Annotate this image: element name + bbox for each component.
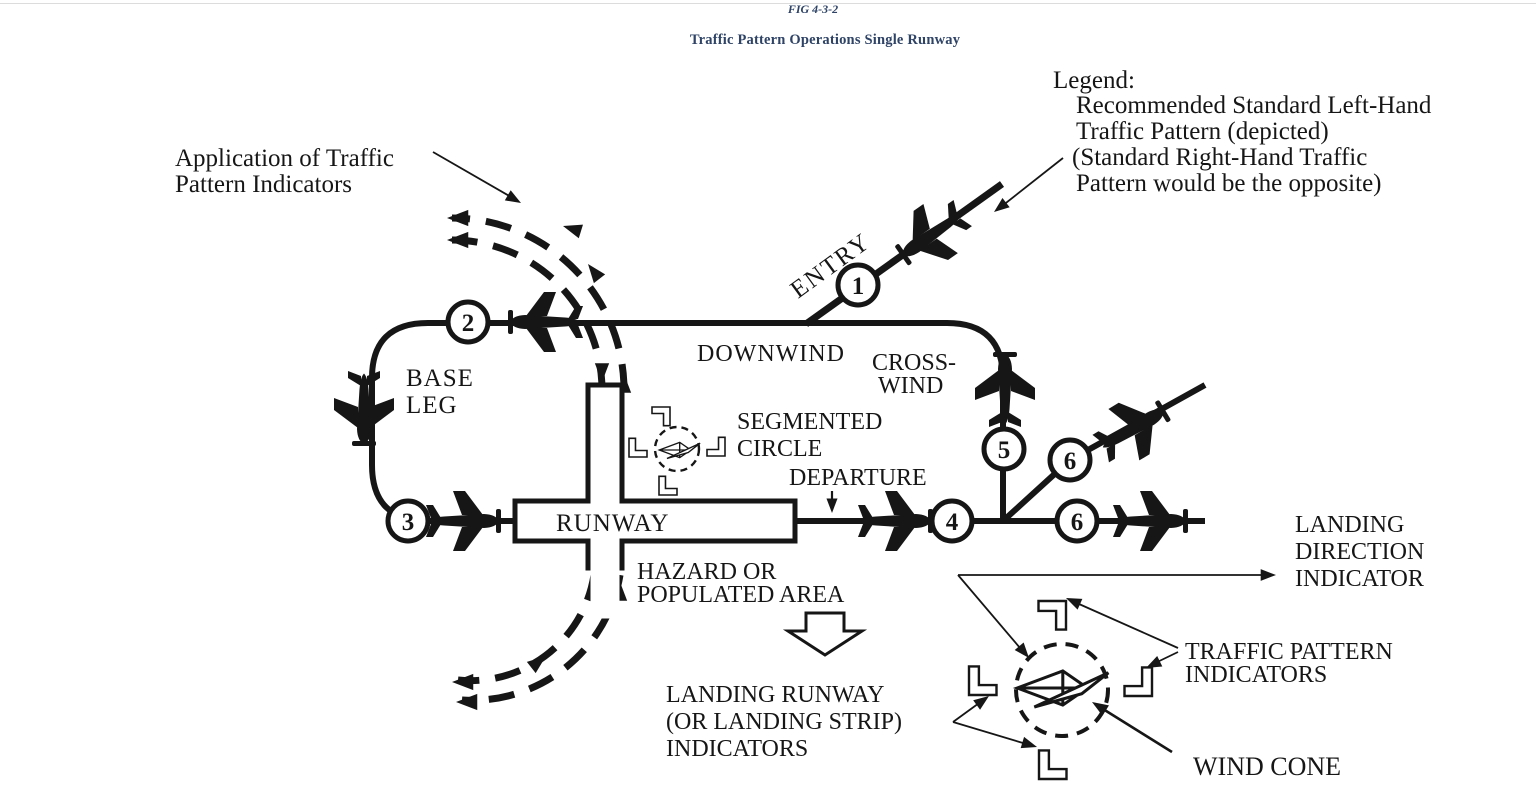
ldi-label-2: DIRECTION (1295, 539, 1424, 565)
runway-cross: RUNWAY (512, 382, 798, 619)
waypoint-numbers: 1 2 3 4 5 6 6 (402, 273, 1084, 536)
segmented-circle-detail (967, 599, 1154, 781)
figure-number: FIG 4-3-2 (787, 2, 839, 16)
hazard-block-arrow (782, 611, 868, 657)
aircraft-icon-departure-45 (1085, 384, 1181, 475)
aircraft-icon-final (426, 491, 501, 551)
lri-leader-lines (952, 697, 1034, 747)
legend-line-1: Recommended Standard Left-Hand (1076, 92, 1432, 119)
departure-label: DEPARTURE (789, 465, 927, 491)
landing-runway-ind-label-2: (OR LANDING STRIP) (666, 709, 902, 735)
wind-cone-label: WIND CONE (1193, 752, 1341, 781)
legend-line-4: Pattern would be the opposite) (1076, 170, 1382, 197)
legend-line-3: (Standard Right-Hand Traffic (1072, 144, 1367, 171)
segmented-circle-label-1: SEGMENTED (737, 409, 882, 435)
figure-title: Traffic Pattern Operations Single Runway (689, 32, 961, 48)
arc-top-outer (451, 214, 628, 391)
waypoint-number-1: 1 (852, 273, 865, 300)
landing-runway-ind-label-3: INDICATORS (666, 736, 808, 762)
runway-strip (512, 498, 798, 544)
aircraft-icon-straight-out (1113, 491, 1188, 551)
downwind-label: DOWNWIND (697, 341, 845, 367)
wind-cone-leader-line (1094, 702, 1173, 754)
tpi-label-2: INDICATORS (1185, 662, 1327, 688)
arc-bottom-outer (461, 574, 624, 704)
waypoint-circle-6b (1054, 498, 1100, 544)
waypoint-circle-5 (981, 426, 1027, 472)
pattern-indicator-L-top (651, 406, 671, 427)
segmented-circle-detail-ring (1014, 642, 1110, 738)
base-leg-label-1: BASE (406, 365, 474, 392)
detail-L-top (1037, 599, 1068, 631)
waypoint-number-2: 2 (462, 310, 475, 337)
tpi-leader-line-top (1069, 599, 1179, 649)
departure-45-line (1000, 382, 1207, 524)
legend-line-2: Traffic Pattern (depicted) (1076, 118, 1329, 145)
legend-leader-line (996, 157, 1064, 211)
detail-L-bottom (1037, 749, 1068, 781)
diagram-labels: Application of Traffic Pattern Indicator… (175, 67, 1432, 781)
crosswind-label-1: CROSS- (872, 350, 956, 376)
crosswind-label-2: WIND (878, 373, 943, 399)
arc-bottom-inner (457, 574, 598, 685)
pattern-indicator-L-right (706, 436, 726, 457)
segmented-circle-symbol (628, 406, 726, 496)
segmented-circle-dashed-ring (653, 425, 701, 473)
aircraft-icon-base-leg (334, 371, 394, 446)
detail-L-right (1123, 666, 1154, 698)
waypoint-markers (385, 262, 1100, 544)
ldi-leader-line (957, 574, 1272, 656)
pattern-indicator-arcs (451, 214, 628, 704)
hazard-label-2: POPULATED AREA (637, 582, 845, 608)
waypoint-number-3: 3 (402, 509, 415, 536)
waypoint-number-6a: 6 (1064, 448, 1077, 475)
runway-label: RUNWAY (556, 510, 669, 537)
application-label-1: Application of Traffic (175, 145, 394, 172)
waypoint-circle-2 (445, 299, 491, 345)
waypoint-number-5: 5 (998, 437, 1011, 464)
application-label-2: Pattern Indicators (175, 171, 352, 198)
waypoint-circle-6a (1047, 437, 1093, 483)
waypoint-circle-1 (835, 262, 881, 308)
wind-cone-icon (1015, 669, 1110, 709)
legend-heading: Legend: (1053, 67, 1135, 94)
hazard-label-1: HAZARD OR (637, 559, 776, 585)
tpi-label-1: TRAFFIC PATTERN (1185, 639, 1393, 665)
waypoint-circle-3 (385, 498, 431, 544)
ldi-label-1: LANDING (1295, 512, 1404, 538)
base-leg-label-2: LEG (406, 392, 458, 419)
application-leader-line (432, 151, 519, 202)
landing-runway-ind-label-1: LANDING RUNWAY (666, 682, 884, 708)
waypoint-number-4: 4 (946, 509, 959, 536)
detail-L-left (967, 665, 998, 697)
pattern-loop-line (369, 320, 1006, 524)
aircraft-icon-departure (858, 491, 933, 551)
wind-indicator-icon (658, 441, 701, 460)
pattern-indicator-L-bottom (658, 475, 678, 496)
ldi-label-3: INDICATOR (1295, 566, 1424, 592)
pattern-indicator-L-left (628, 437, 648, 458)
page-top-divider (0, 3, 1536, 4)
waypoint-number-6b: 6 (1071, 509, 1084, 536)
aircraft-icon-crosswind (975, 352, 1035, 427)
segmented-circle-label-2: CIRCLE (737, 436, 822, 462)
aircraft-icon-entry (884, 188, 980, 281)
